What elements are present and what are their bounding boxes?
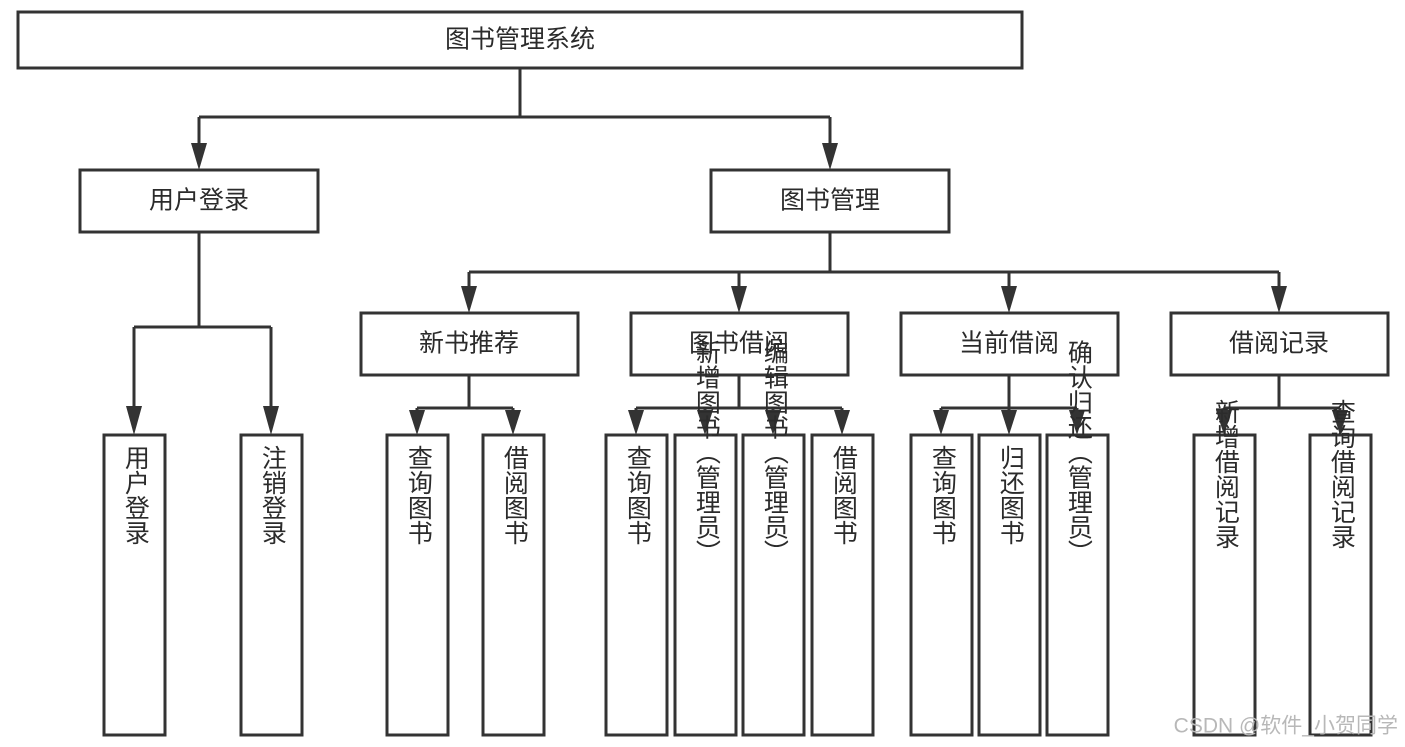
leaf-node[interactable]: 查询图书 <box>385 433 450 737</box>
arrow-records-leaf-0 <box>1216 410 1232 435</box>
node-borrow-records[interactable]: 借阅记录 <box>1169 311 1390 377</box>
leaf-node[interactable]: 编辑图书（管理员） <box>741 340 806 737</box>
leaf-current-0-label: 查询图书 <box>928 445 957 545</box>
leaf-borrow-1-label: 新增图书（管理员） <box>692 340 721 565</box>
leaf-node[interactable]: 确认归还（管理员） <box>1045 340 1110 737</box>
leaf-user-login-0-box[interactable] <box>102 433 167 737</box>
arrow-to-borrow <box>731 286 747 313</box>
node-book-management-label: 图书管理 <box>780 187 880 215</box>
leaf-user-login-1-box[interactable] <box>239 433 304 737</box>
leaf-current-2-label: 确认归还（管理员） <box>1064 340 1093 565</box>
leaf-borrow-2-box[interactable] <box>741 433 806 737</box>
node-borrow-records-label: 借阅记录 <box>1229 330 1329 358</box>
leaf-node[interactable]: 新增图书（管理员） <box>673 340 738 737</box>
leaf-new-book-1-label: 借阅图书 <box>500 445 529 545</box>
leaf-node[interactable]: 注销登录 <box>239 433 304 737</box>
leaf-node[interactable]: 新增借阅记录 <box>1192 399 1257 737</box>
leaf-node[interactable]: 查询图书 <box>909 433 974 737</box>
csdn-watermark: CSDN @软件_小贺同学 <box>1174 715 1398 738</box>
leaf-records-0-label: 新增借阅记录 <box>1211 399 1240 549</box>
node-root-box[interactable] <box>16 10 1024 70</box>
leaf-records-1-box[interactable] <box>1308 433 1373 737</box>
node-user-login-label: 用户登录 <box>149 187 249 215</box>
node-book-management-box[interactable] <box>709 168 951 234</box>
node-book-borrow[interactable]: 图书借阅 <box>629 311 850 377</box>
node-new-book-recommend-box[interactable] <box>359 311 580 377</box>
arrow-to-current <box>1001 286 1017 313</box>
leaf-node[interactable]: 借阅图书 <box>481 433 546 737</box>
leaf-borrow-3-box[interactable] <box>810 433 875 737</box>
arrow-current-leaf-0 <box>933 410 949 435</box>
node-new-book-recommend[interactable]: 新书推荐 <box>359 311 580 377</box>
leaf-borrow-0-label: 查询图书 <box>623 445 652 545</box>
leaf-records-0-box[interactable] <box>1192 433 1257 737</box>
leaf-current-1-box[interactable] <box>977 433 1042 737</box>
node-user-login-box[interactable] <box>78 168 320 234</box>
leaf-current-2-box[interactable] <box>1045 433 1110 737</box>
node-new-book-recommend-label: 新书推荐 <box>419 330 519 358</box>
arrow-to-user-login <box>191 143 207 170</box>
arrow-user-login-leaf-0 <box>126 406 142 435</box>
node-user-login[interactable]: 用户登录 <box>78 168 320 234</box>
arrow-new-book-leaf-1 <box>505 410 521 435</box>
arrow-to-records <box>1271 286 1287 313</box>
leaf-new-book-0-label: 查询图书 <box>404 445 433 545</box>
arrow-records-leaf-1 <box>1332 410 1348 435</box>
arrow-to-book-mgmt <box>822 143 838 170</box>
node-current-borrow-box[interactable] <box>899 311 1120 377</box>
leaf-new-book-0-box[interactable] <box>385 433 450 737</box>
arrow-borrow-leaf-1 <box>697 410 713 435</box>
node-book-management[interactable]: 图书管理 <box>709 168 951 234</box>
leaf-node[interactable]: 归还图书 <box>977 433 1042 737</box>
leaf-borrow-1-box[interactable] <box>673 433 738 737</box>
leaf-node[interactable]: 查询借阅记录 <box>1308 399 1373 737</box>
node-borrow-records-box[interactable] <box>1169 311 1390 377</box>
arrow-current-leaf-2 <box>1069 410 1085 435</box>
leaf-borrow-3-label: 借阅图书 <box>829 445 858 545</box>
node-book-borrow-box[interactable] <box>629 311 850 377</box>
leaf-node[interactable]: 查询图书 <box>604 433 669 737</box>
leaf-node[interactable]: 用户登录 <box>102 433 167 737</box>
leaf-current-0-box[interactable] <box>909 433 974 737</box>
arrow-borrow-leaf-2 <box>765 410 781 435</box>
arrow-new-book-leaf-0 <box>409 410 425 435</box>
leaf-borrow-2-label: 编辑图书（管理员） <box>760 340 789 565</box>
node-root[interactable]: 图书管理系统 <box>16 10 1024 70</box>
leaf-user-login-0-label: 用户登录 <box>121 445 150 545</box>
node-current-borrow-label: 当前借阅 <box>959 330 1059 358</box>
arrow-to-new-book <box>461 286 477 313</box>
arrow-borrow-leaf-0 <box>628 410 644 435</box>
leaf-current-1-label: 归还图书 <box>996 445 1025 545</box>
leaf-borrow-0-box[interactable] <box>604 433 669 737</box>
leaf-new-book-1-box[interactable] <box>481 433 546 737</box>
leaf-node[interactable]: 借阅图书 <box>810 433 875 737</box>
leaf-user-login-1-label: 注销登录 <box>258 445 287 545</box>
node-root-label: 图书管理系统 <box>445 26 595 54</box>
node-current-borrow[interactable]: 当前借阅 <box>899 311 1120 377</box>
connector-group <box>126 68 1348 435</box>
arrow-user-login-leaf-1 <box>263 406 279 435</box>
leaf-records-1-label: 查询借阅记录 <box>1327 399 1356 549</box>
arrow-current-leaf-1 <box>1001 410 1017 435</box>
node-book-borrow-label: 图书借阅 <box>689 330 789 358</box>
arrow-borrow-leaf-3 <box>834 410 850 435</box>
